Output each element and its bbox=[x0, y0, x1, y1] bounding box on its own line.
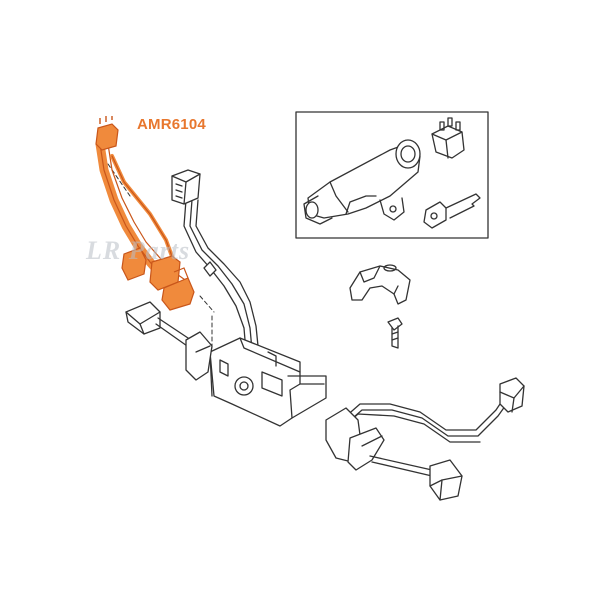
steering-column-clamp bbox=[349, 264, 411, 305]
multi-pin-connector bbox=[171, 169, 201, 205]
main-harness bbox=[183, 199, 259, 353]
wiring-harness-amr6104 bbox=[95, 116, 195, 311]
ignition-key bbox=[423, 193, 481, 229]
ignition-lock-assembly bbox=[303, 139, 421, 225]
inset-frame bbox=[295, 111, 489, 239]
lock-barrel-plug bbox=[431, 117, 465, 159]
part-number-label: AMR6104 bbox=[137, 116, 206, 133]
clamp-bolt bbox=[387, 317, 403, 349]
wiper-stalk-switch bbox=[325, 407, 463, 501]
switch-mounting-bracket bbox=[209, 337, 327, 427]
indicator-stalk-switch bbox=[125, 301, 213, 381]
watermark: LR Parts bbox=[86, 236, 191, 265]
guide-lines bbox=[107, 163, 215, 357]
